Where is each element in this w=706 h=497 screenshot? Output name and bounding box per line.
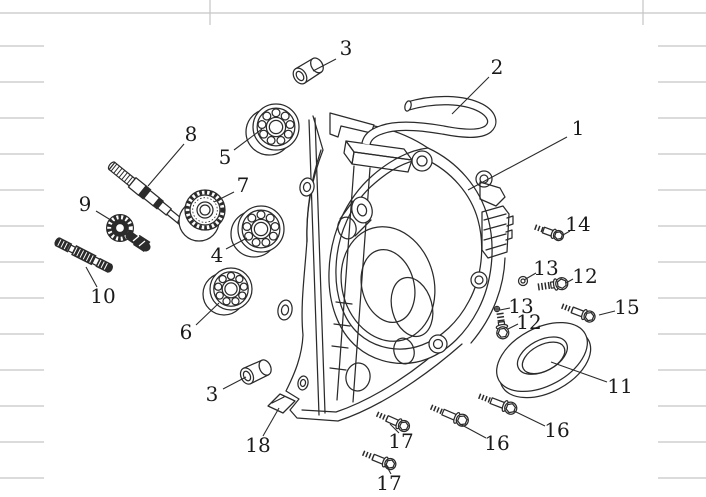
leader-line-part-6 <box>195 302 220 326</box>
leader-line-part-12 <box>507 323 519 330</box>
bushings-group <box>239 57 324 385</box>
part-label-14: 14 <box>565 212 591 236</box>
leader-line-part-17 <box>385 464 392 475</box>
part-9-gear-shaft-drawing <box>106 214 151 252</box>
page-frame-rules <box>0 0 706 479</box>
part-13-washer-drawing <box>493 305 501 313</box>
part-label-16: 16 <box>544 418 570 442</box>
leader-line-part-9 <box>95 210 115 223</box>
leader-line-part-16 <box>513 410 546 427</box>
part-label-7: 7 <box>236 173 250 197</box>
part-label-13: 13 <box>508 294 534 318</box>
leader-lines-group <box>85 58 616 475</box>
part-12-flange-bolt-drawing <box>495 312 510 340</box>
leader-line-part-1 <box>467 136 568 191</box>
part-label-12: 12 <box>516 310 542 334</box>
part-label-12: 12 <box>572 264 598 288</box>
leader-line-part-16 <box>459 423 487 439</box>
part-1-crankcase-cover-drawing <box>277 112 514 422</box>
leader-line-part-4 <box>225 237 248 250</box>
leader-line-part-3 <box>312 58 337 72</box>
part-4-ball-bearing-drawing <box>230 205 285 258</box>
part-3-bushing-drawing <box>292 57 324 85</box>
leader-line-part-8 <box>147 143 185 187</box>
part-2-breather-hose-drawing <box>361 95 497 146</box>
part-6-ball-bearing-drawing <box>202 267 253 316</box>
part-label-6: 6 <box>179 320 193 344</box>
part-12-flange-bolt-drawing <box>537 277 569 291</box>
part-label-10: 10 <box>90 284 116 308</box>
part-17-bolt-drawing <box>375 411 411 433</box>
leader-line-part-14 <box>562 230 571 236</box>
part-7-gear-drawing <box>178 189 226 242</box>
part-label-13: 13 <box>533 256 559 280</box>
part-label-15: 15 <box>614 295 640 319</box>
part-label-18: 18 <box>245 433 271 457</box>
part-label-17: 17 <box>388 429 414 453</box>
leader-line-part-12 <box>565 278 574 284</box>
part-5-ball-bearing-drawing <box>245 103 300 156</box>
part-13-washer-drawing <box>517 275 529 287</box>
part-label-16: 16 <box>484 431 510 455</box>
part-label-17: 17 <box>376 471 402 495</box>
part-16-bolt-drawing <box>478 393 518 415</box>
part-label-4: 4 <box>210 243 224 267</box>
leader-line-part-10 <box>85 266 98 288</box>
leader-line-part-3 <box>222 376 247 390</box>
part-label-2: 2 <box>490 55 504 79</box>
part-label-1: 1 <box>571 116 585 140</box>
part-label-3: 3 <box>205 382 219 406</box>
part-label-9: 9 <box>78 192 92 216</box>
leader-line-part-2 <box>451 76 490 115</box>
leader-line-part-7 <box>213 191 235 203</box>
part-10-spline-shaft-drawing <box>54 237 113 273</box>
part-label-5: 5 <box>218 145 232 169</box>
part-8-splined-shaft-drawing <box>107 161 184 225</box>
leader-line-part-5 <box>233 128 263 151</box>
leader-line-part-18 <box>262 407 280 437</box>
part-14-bolt-drawing <box>534 224 565 242</box>
bearings-group <box>202 103 300 316</box>
part-3-bushing-drawing <box>239 359 272 385</box>
leader-line-part-17 <box>389 423 400 434</box>
part-16-bolt-drawing <box>429 404 469 427</box>
part-label-11: 11 <box>607 374 633 398</box>
leader-line-part-13 <box>499 307 511 311</box>
part-11-oil-seal-drawing <box>496 321 592 399</box>
part-label-3: 3 <box>339 36 353 60</box>
fasteners-group <box>361 224 596 471</box>
part-15-bolt-drawing <box>561 303 596 323</box>
leader-line-part-13 <box>523 272 537 281</box>
oil-seal-group <box>496 321 592 399</box>
leader-line-part-11 <box>550 361 608 383</box>
leader-line-part-15 <box>598 310 616 316</box>
part-label-8: 8 <box>184 122 198 146</box>
